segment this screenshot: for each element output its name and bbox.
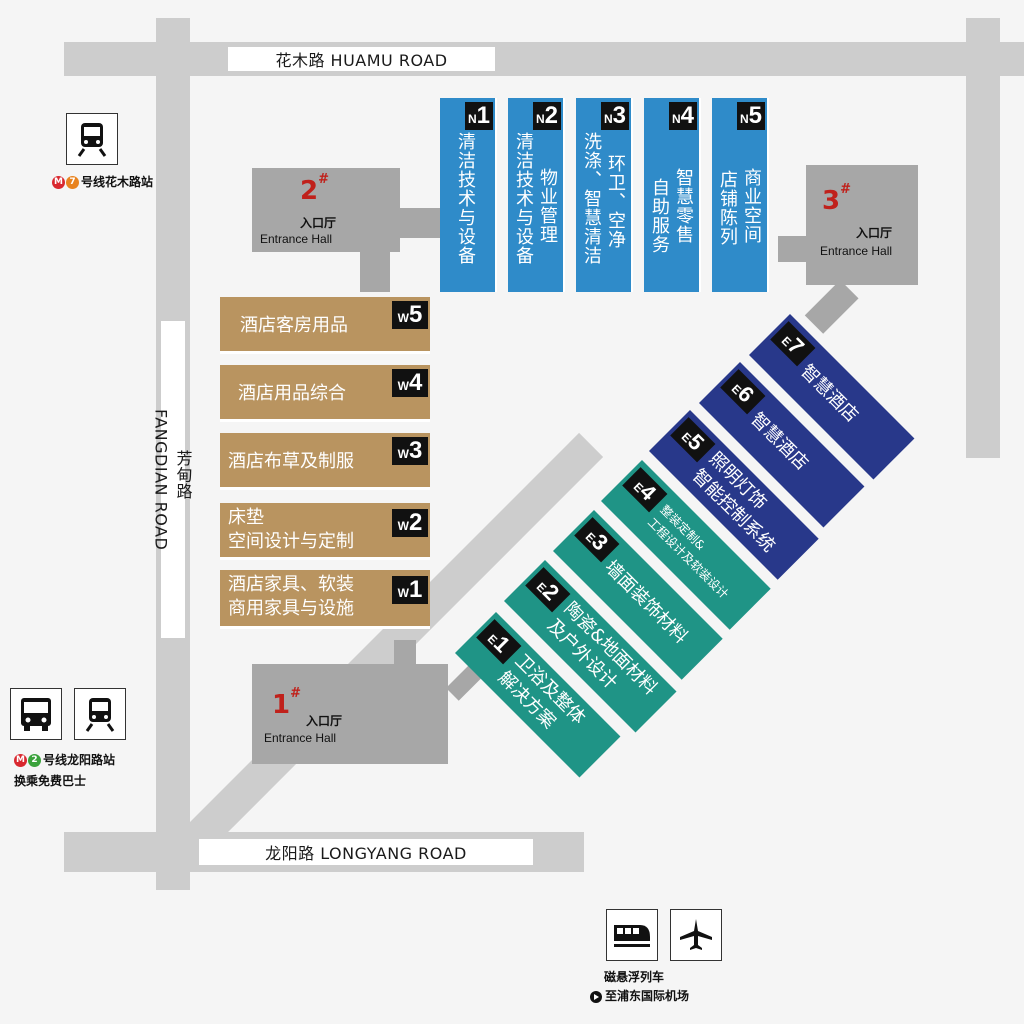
- hall-w2-label-1: 床垫: [228, 507, 264, 528]
- play-arrow-icon: [590, 990, 602, 1003]
- entrance-hall-3[interactable]: [806, 165, 918, 285]
- metro-train-icon: [66, 113, 118, 165]
- hall-w1-label-1: 酒店家具、软装: [228, 574, 354, 595]
- hall-n2-label-1: 物业管理: [537, 168, 558, 244]
- maglev-train-icon: [606, 909, 658, 961]
- entrance-hall-3-tail: [804, 280, 859, 334]
- road-label-fangdian: 芳甸路 FANGDIAN ROAD: [152, 321, 193, 638]
- hall-n2-label-2: 清洁技术与设备: [513, 132, 534, 265]
- entrance-hall-1[interactable]: [252, 664, 448, 764]
- road-label-huamu: 花木路 HUAMU ROAD: [228, 47, 495, 71]
- road-huamu: [64, 42, 1024, 76]
- hall-1-label-en: Entrance Hall: [264, 731, 337, 745]
- hall-3-label-en: Entrance Hall: [820, 244, 893, 258]
- entrance-hall-3-connector: [778, 236, 808, 262]
- hall-w4-label: 酒店用品综合: [238, 383, 346, 404]
- hall-n3-label-2: 洗涤、智慧清洁: [581, 132, 602, 265]
- entrance-hall-2-connector: [398, 208, 440, 238]
- hall-n3-label-1: 环卫、空净: [605, 154, 626, 249]
- hall-n5-label-1: 商业空间: [741, 168, 762, 244]
- line-7-badge: 7: [66, 176, 79, 189]
- entrance-hall-1-tail: [394, 640, 416, 666]
- road-label-fangdian-cn: 芳甸路: [173, 449, 193, 500]
- bus-icon: [10, 688, 62, 740]
- hall-3-number: 3#: [822, 182, 851, 216]
- airplane-icon: [670, 909, 722, 961]
- hall-n1-label: 清洁技术与设备: [455, 132, 476, 265]
- hall-w1-label-2: 商用家具与设施: [228, 598, 354, 619]
- hall-w3-label: 酒店布草及制服: [228, 451, 354, 472]
- hall-1-number: 1#: [272, 686, 301, 720]
- metro-train-icon-2: [74, 688, 126, 740]
- hall-w2-label-2: 空间设计与定制: [228, 531, 354, 552]
- hall-3-label-cn: 入口厅: [856, 226, 893, 240]
- hall-2-number: 2#: [300, 172, 329, 206]
- free-shuttle-note: 换乘免费巴士: [14, 774, 87, 788]
- maglev-label: 磁悬浮列车: [604, 970, 665, 984]
- hall-2-label-en: Entrance Hall: [260, 232, 333, 246]
- airport-destination: 至浦东国际机场: [605, 989, 690, 1003]
- shanghai-metro-logo-icon: M: [52, 176, 65, 189]
- hall-w5-label: 酒店客房用品: [240, 315, 348, 336]
- entrance-hall-2[interactable]: [252, 168, 400, 252]
- hall-1-label-cn: 入口厅: [306, 714, 343, 728]
- line-2-badge: 2: [28, 754, 41, 767]
- road-east: [966, 18, 1000, 458]
- hall-n4-label-2: 自助服务: [649, 178, 670, 254]
- shanghai-metro-logo-icon-2: M: [14, 754, 27, 767]
- maglev-airport-note: 至浦东国际机场: [590, 987, 689, 1004]
- hall-n4-label-1: 智慧零售: [673, 168, 694, 244]
- road-label-fangdian-en: FANGDIAN ROAD: [151, 408, 171, 551]
- hall-e6-label: 智慧酒店: [746, 408, 813, 475]
- hall-2-label-cn: 入口厅: [300, 216, 337, 230]
- hall-n5-label-2: 店铺陈列: [717, 170, 738, 246]
- entrance-hall-2-tail: [360, 250, 390, 292]
- road-diagonal: [165, 432, 604, 871]
- hall-e7-label: 智慧酒店: [796, 360, 863, 427]
- road-label-longyang: 龙阳路 LONGYANG ROAD: [199, 839, 533, 865]
- line-2-station-name: 号线龙阳路站: [43, 753, 116, 767]
- line-7-station-name: 号线花木路站: [81, 175, 154, 189]
